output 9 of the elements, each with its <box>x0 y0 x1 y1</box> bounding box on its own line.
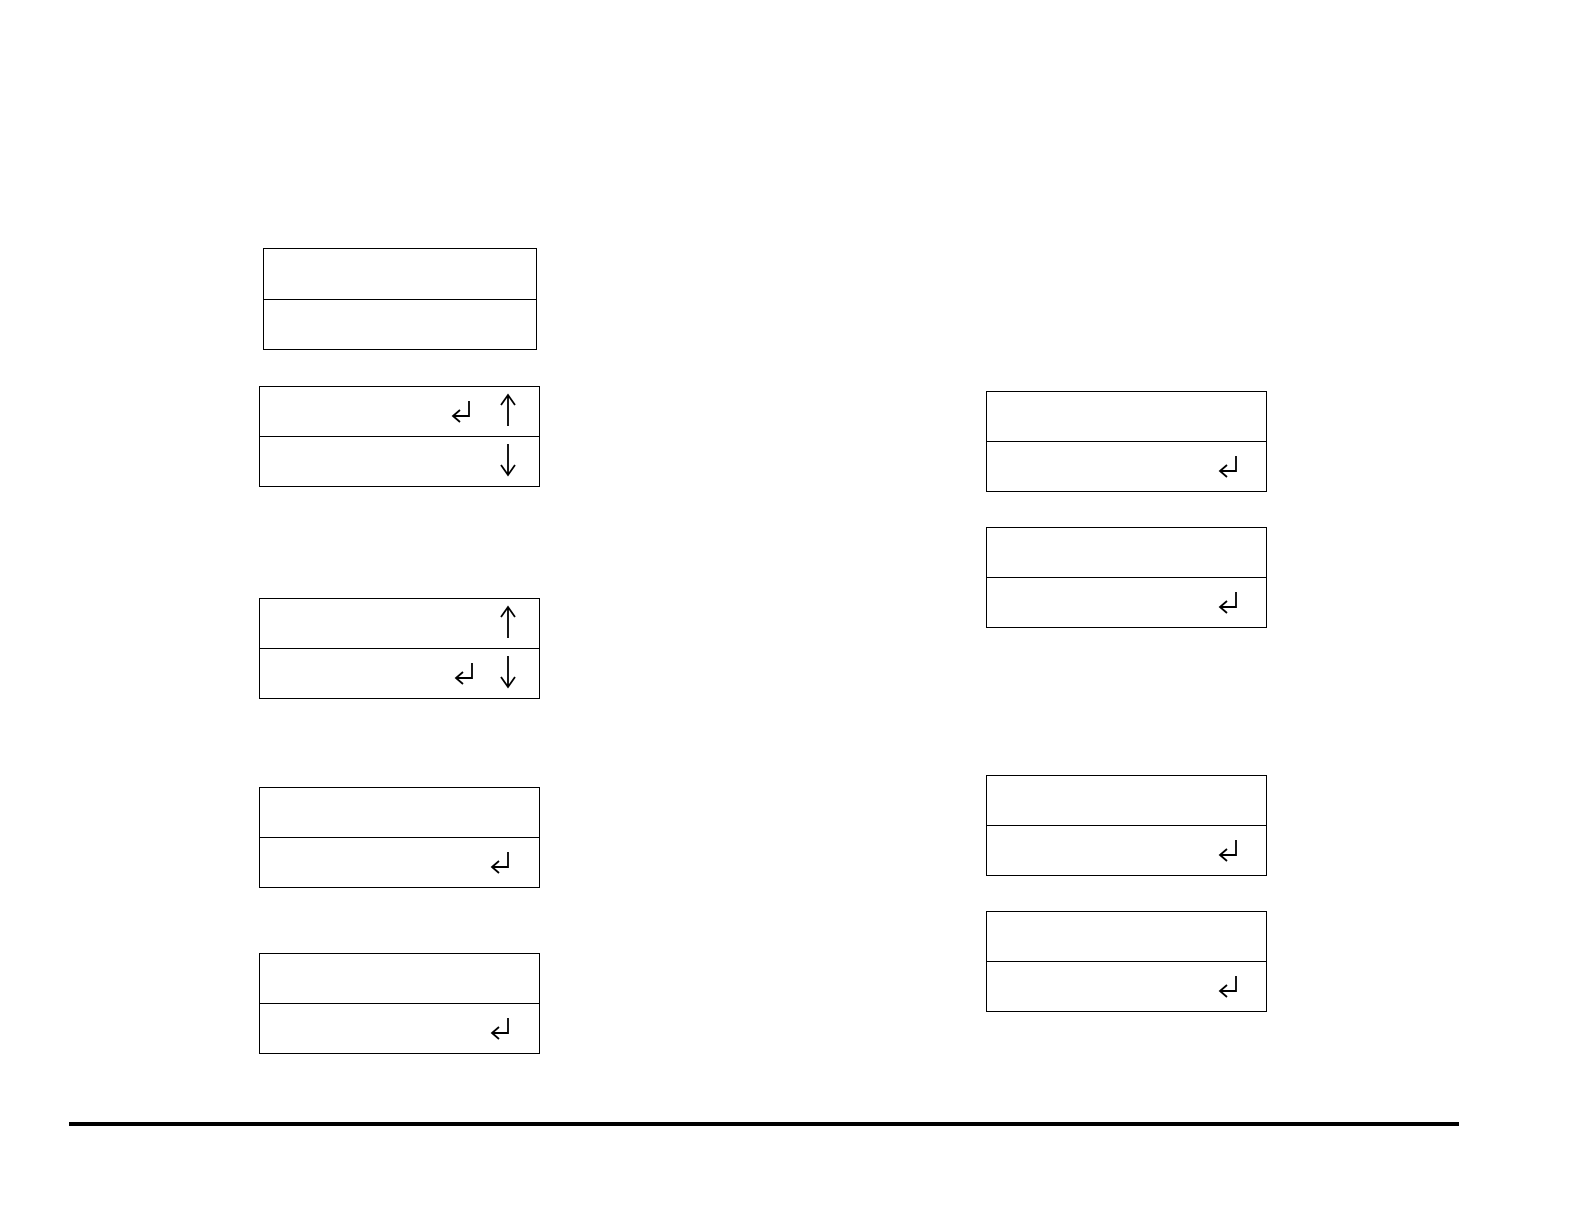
display-panel <box>263 248 537 350</box>
display-panel <box>986 775 1267 876</box>
display-panel <box>259 787 540 888</box>
display-panel <box>986 391 1267 492</box>
display-panel <box>259 598 540 699</box>
display-panel <box>259 953 540 1054</box>
display-panel <box>986 527 1267 628</box>
display-panel <box>259 386 540 487</box>
display-panel <box>986 911 1267 1012</box>
